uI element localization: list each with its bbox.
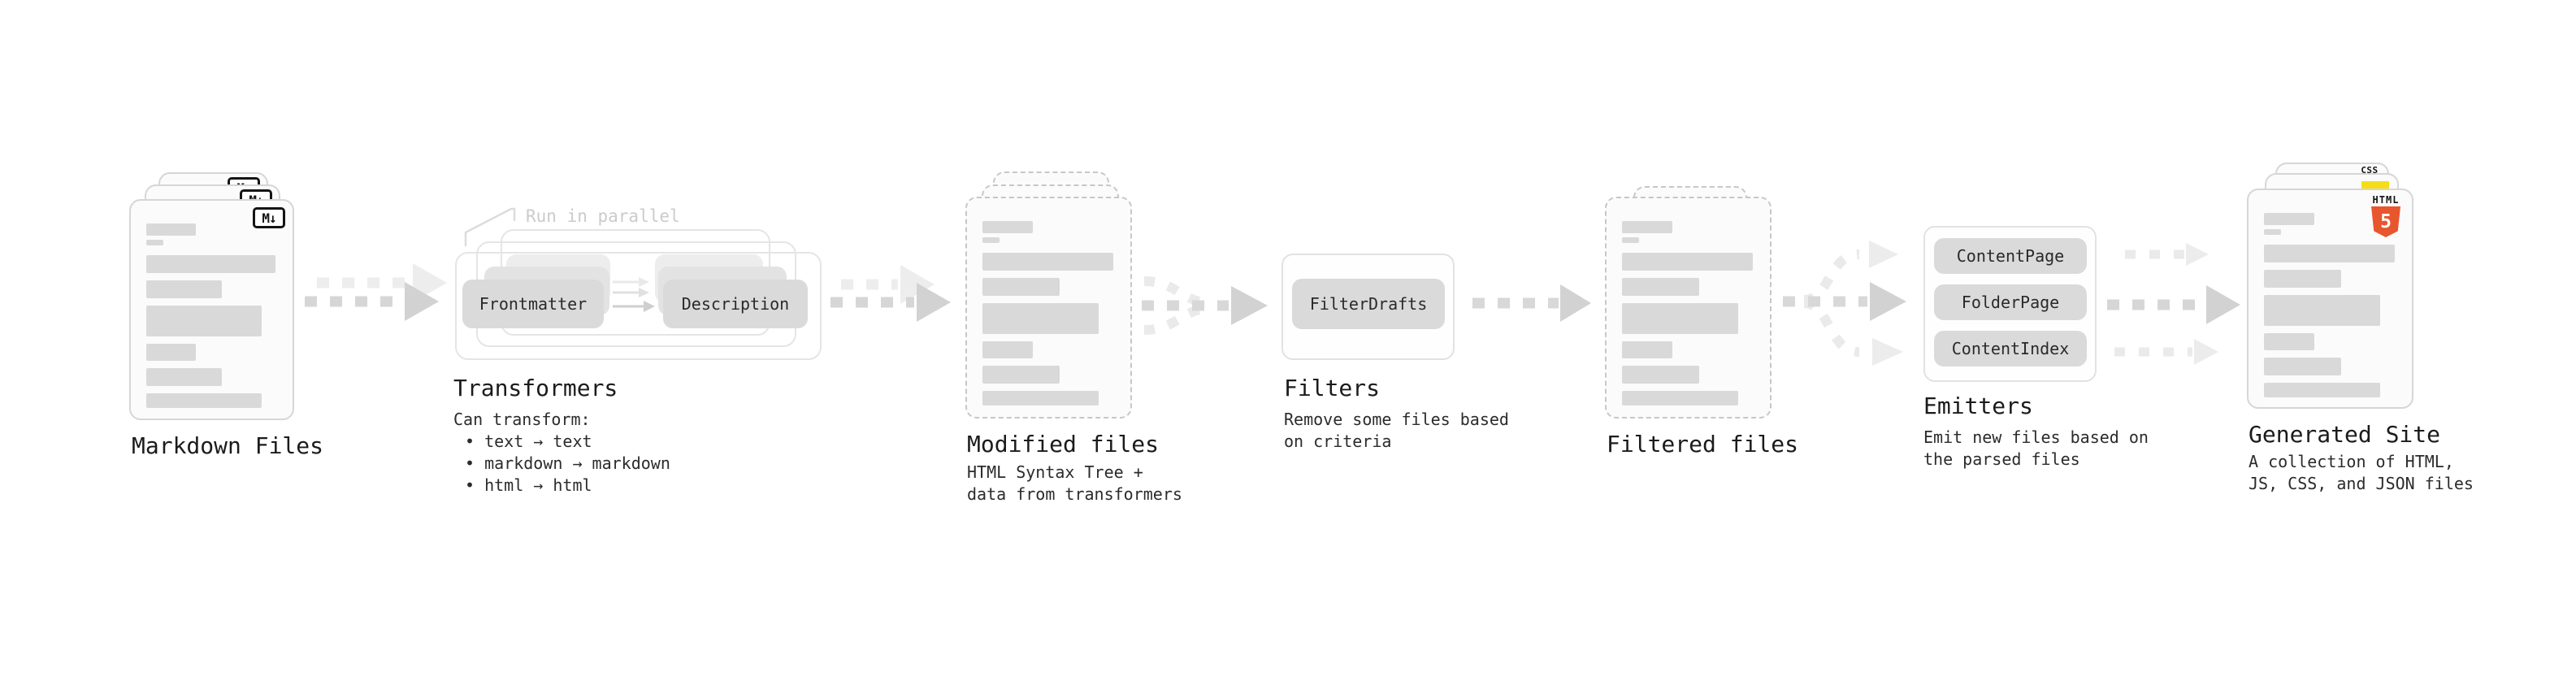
- text-line-bar: [146, 280, 223, 298]
- document-text-placeholder: [2249, 190, 2412, 397]
- markdown-file-card-front: M↓: [129, 199, 294, 420]
- text-line-bar: [1622, 278, 1699, 296]
- subtitle-line: on criteria: [1284, 432, 1392, 451]
- text-line-bar: [1622, 341, 1672, 358]
- subtitle-line: HTML Syntax Tree +: [967, 462, 1143, 482]
- filtered-file-card-front: [1605, 197, 1772, 419]
- filtered-files-title: Filtered files: [1607, 431, 1799, 458]
- transformers-title: Transformers: [453, 375, 618, 401]
- transformer-frame-front: [455, 252, 822, 360]
- modified-files-subtitle: HTML Syntax Tree + data from transformer…: [967, 462, 1182, 505]
- text-line-bar: [1622, 221, 1672, 233]
- html5-icon-shield: 5: [2371, 206, 2400, 237]
- arrow-transformers-to-modified: [830, 265, 951, 322]
- subtitle-line: • markdown → markdown: [465, 453, 670, 473]
- document-text-placeholder: [1607, 198, 1770, 406]
- arrow-emitters-to-generated: [2107, 243, 2240, 365]
- text-line-bar: [1622, 237, 1640, 243]
- subtitle-line: Can transform:: [453, 410, 591, 429]
- arrow-markdown-to-transformers: [305, 263, 447, 321]
- text-line-bar: [982, 341, 1033, 358]
- text-line-bar: [1622, 366, 1699, 384]
- markdown-icon: M↓: [253, 207, 285, 228]
- text-line-bar: [982, 253, 1114, 271]
- filters-title: Filters: [1284, 375, 1381, 401]
- subtitle-line: JS, CSS, and JSON files: [2249, 474, 2474, 493]
- modified-file-card-front: [965, 197, 1132, 419]
- arrow-modified-to-filters-merge: [1142, 276, 1268, 335]
- contentindex-pill: ContentIndex: [1934, 331, 2087, 367]
- subtitle-line: • html → html: [465, 475, 592, 495]
- emitters-subtitle: Emit new files based on the parsed files: [1923, 427, 2149, 471]
- text-line-bar: [1622, 303, 1739, 334]
- text-line-bar: [2264, 229, 2282, 235]
- text-line-bar: [2264, 383, 2381, 397]
- frontmatter-pill: Frontmatter: [462, 280, 604, 328]
- text-line-bar: [2264, 333, 2314, 350]
- transformers-subtitle: Can transform: • text → text • markdown …: [453, 409, 670, 497]
- text-line-bar: [1622, 391, 1739, 406]
- text-line-bar: [982, 391, 1099, 406]
- text-line-bar: [146, 255, 276, 273]
- text-line-bar: [146, 240, 163, 245]
- arrow-filtered-to-emitters-split: [1783, 241, 1906, 366]
- contentpage-pill: ContentPage: [1934, 238, 2087, 274]
- subtitle-line: Emit new files based on: [1923, 427, 2149, 447]
- text-line-bar: [982, 303, 1099, 334]
- html5-icon: HTML 5: [2368, 195, 2404, 237]
- subtitle-line: Remove some files based: [1284, 410, 1509, 429]
- generated-file-card-front: HTML 5: [2247, 189, 2413, 409]
- html5-icon-label: HTML: [2372, 194, 2400, 206]
- text-line-bar: [982, 278, 1060, 296]
- text-line-bar: [2264, 245, 2396, 262]
- run-in-parallel-annotation: Run in parallel: [526, 206, 680, 226]
- arrow-filters-to-filtered: [1472, 284, 1591, 322]
- css-icon-label: CSS: [2361, 165, 2379, 176]
- subtitle-line: A collection of HTML,: [2249, 452, 2454, 471]
- description-pill: Description: [663, 280, 808, 328]
- filterdrafts-pill: FilterDrafts: [1292, 279, 1445, 329]
- subtitle-line: • text → text: [465, 432, 592, 451]
- emitters-title: Emitters: [1923, 393, 2033, 419]
- text-line-bar: [146, 344, 197, 361]
- text-line-bar: [2264, 295, 2381, 326]
- text-line-bar: [2264, 358, 2341, 375]
- html5-icon-number: 5: [2380, 211, 2392, 232]
- text-line-bar: [2264, 213, 2314, 225]
- text-line-bar: [982, 221, 1033, 233]
- markdown-files-title: Markdown Files: [132, 432, 324, 459]
- modified-files-title: Modified files: [967, 431, 1160, 458]
- text-line-bar: [1622, 253, 1754, 271]
- text-line-bar: [2264, 270, 2341, 288]
- generated-site-title: Generated Site: [2249, 421, 2441, 448]
- text-line-bar: [146, 393, 262, 408]
- text-line-bar: [146, 368, 223, 386]
- text-line-bar: [146, 223, 197, 236]
- document-text-placeholder: [967, 198, 1130, 406]
- text-line-bar: [146, 306, 262, 336]
- subtitle-line: data from transformers: [967, 484, 1182, 504]
- document-text-placeholder: [131, 201, 293, 408]
- text-line-bar: [982, 366, 1060, 384]
- generated-site-subtitle: A collection of HTML, JS, CSS, and JSON …: [2249, 451, 2474, 495]
- subtitle-line: the parsed files: [1923, 449, 2080, 469]
- text-line-bar: [982, 237, 1000, 243]
- filters-subtitle: Remove some files based on criteria: [1284, 409, 1509, 453]
- folderpage-pill: FolderPage: [1934, 284, 2087, 320]
